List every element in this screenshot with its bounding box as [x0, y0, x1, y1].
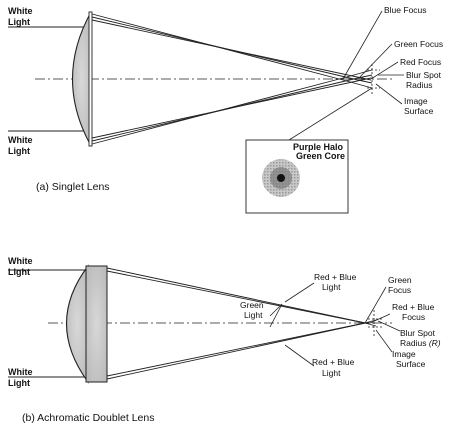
- doublet-crown-element: [65, 264, 89, 384]
- caption-b: (b) Achromatic Doublet Lens: [22, 412, 154, 424]
- singlet-lens-flat: [88, 11, 93, 147]
- red-blue-focus-label-2: Focus: [402, 312, 425, 322]
- white-light-bottom-a-2: Light: [8, 146, 30, 156]
- green-focus-leader-b: [364, 286, 387, 324]
- red-blue-bottom-label-2: Light: [322, 368, 341, 378]
- blur-spot-leader-b: [377, 320, 401, 332]
- white-light-top-a-2: Light: [8, 17, 30, 27]
- red-blue-bottom-leader: [284, 344, 315, 367]
- green-light-leader-bottom: [269, 303, 283, 328]
- blur-spot-b-label-1: Blur Spot: [400, 328, 436, 338]
- doublet-flint-element: [85, 265, 108, 383]
- halo-label-2: Green Core: [296, 151, 345, 161]
- red-blue-top-label-2: Light: [322, 282, 341, 292]
- image-surface-label-2: Surface: [404, 106, 434, 116]
- white-light-bottom-b-2: Light: [8, 378, 30, 388]
- blue-focus-label: Blue Focus: [384, 5, 427, 15]
- blur-spot-b-label-2: Radius (R): [400, 338, 441, 348]
- white-light-top-b-2: Light: [8, 267, 30, 277]
- red-blue-bottom-label-1: Red + Blue: [312, 357, 355, 367]
- red-focus-label: Red Focus: [400, 57, 441, 67]
- singlet-rays: [91, 13, 373, 145]
- red-blue-focus-leader: [369, 313, 391, 324]
- doublet-rays: [106, 267, 377, 380]
- halo-leader: [288, 87, 373, 141]
- image-surface-leader-b: [375, 329, 393, 353]
- green-core: [277, 174, 285, 182]
- red-focus-leader: [370, 61, 399, 80]
- red-blue-focus-label-1: Red + Blue: [392, 302, 435, 312]
- green-focus-b-label-1: Green: [388, 275, 412, 285]
- caption-a: (a) Singlet Lens: [36, 181, 110, 193]
- white-light-bottom-a-1: White: [8, 135, 33, 145]
- green-focus-b-label-2: Focus: [388, 285, 411, 295]
- singlet-section: White Light White Light Blue Focus Green…: [8, 5, 443, 214]
- white-light-top-a-1: White: [8, 6, 33, 16]
- red-blue-top-leader: [284, 282, 315, 303]
- halo-label-1: Purple Halo: [293, 142, 344, 152]
- green-focus-leader: [357, 43, 393, 80]
- doublet-section: White Light White Light Red + Blue Light…: [8, 256, 441, 424]
- green-light-label-1: Green: [240, 300, 264, 310]
- image-surface-label-1: Image: [404, 96, 428, 106]
- red-blue-top-label-1: Red + Blue: [314, 272, 357, 282]
- blur-spot-label-1: Blur Spot: [406, 70, 442, 80]
- blue-focus-leader: [342, 10, 383, 80]
- green-light-label-2: Light: [244, 310, 263, 320]
- white-light-bottom-b-1: White: [8, 367, 33, 377]
- blur-spot-label-2: Radius: [406, 80, 432, 90]
- white-light-top-b-1: White: [8, 256, 33, 266]
- image-surface-b-label-1: Image: [392, 349, 416, 359]
- image-surface-b-label-2: Surface: [396, 359, 426, 369]
- singlet-lens: [72, 11, 92, 147]
- green-light-leader-top: [269, 303, 283, 317]
- image-surface-leader: [375, 83, 403, 105]
- green-focus-label: Green Focus: [394, 39, 443, 49]
